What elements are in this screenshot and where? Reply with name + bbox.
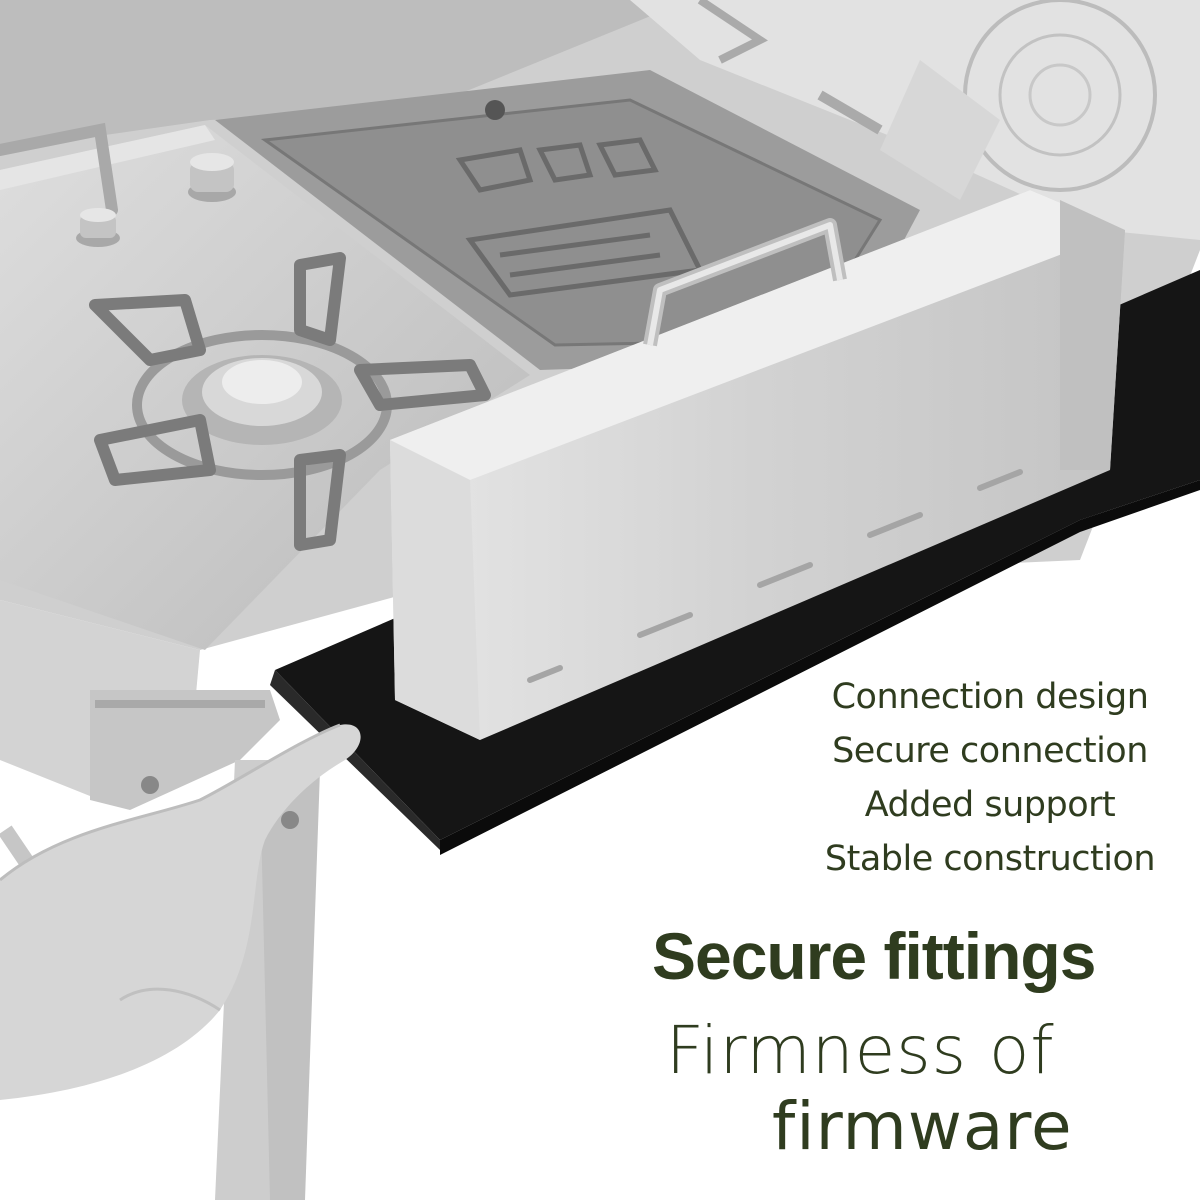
headline: Secure fittings xyxy=(652,919,1096,993)
feature-list: Connection design Secure connection Adde… xyxy=(790,670,1190,886)
stove-panel xyxy=(0,122,530,650)
table-frame xyxy=(0,600,320,1200)
knob-icon xyxy=(76,153,236,247)
stainless-box xyxy=(390,190,1125,740)
griddle-plate xyxy=(215,70,920,370)
burner-icon xyxy=(132,330,392,480)
feature-item: Added support xyxy=(864,785,1116,825)
pointing-hand xyxy=(0,723,361,1100)
subheadline-line1: Firmness of xyxy=(666,1012,1055,1089)
subheadline-line2: firmware xyxy=(772,1088,1073,1165)
feature-item: Connection design xyxy=(831,677,1149,717)
background-equipment xyxy=(630,0,1200,240)
feature-item: Secure connection xyxy=(832,731,1148,771)
feature-item: Stable construction xyxy=(824,839,1156,879)
